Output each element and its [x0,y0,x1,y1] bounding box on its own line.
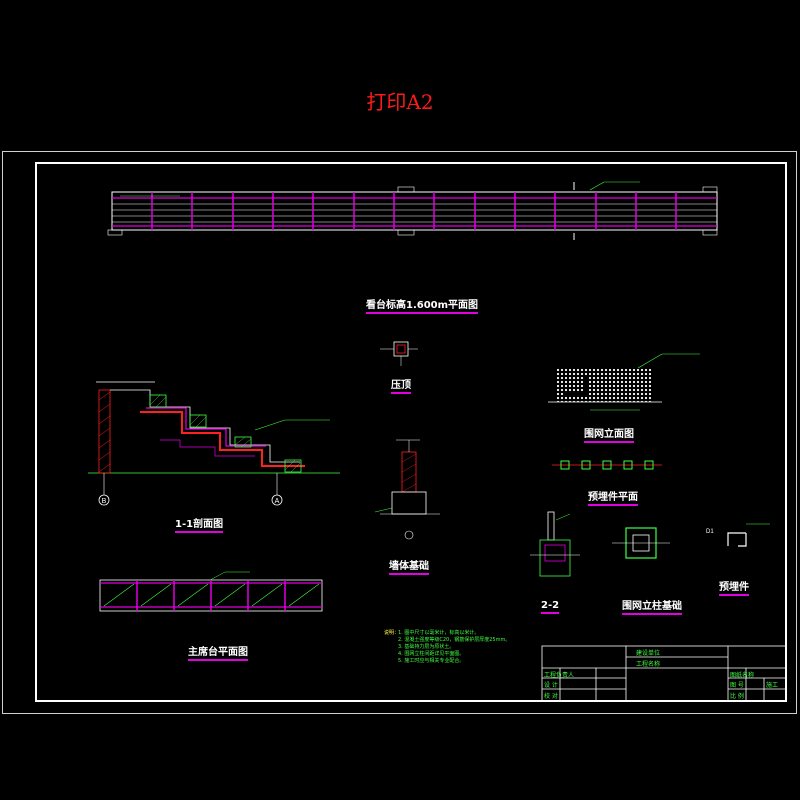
main-stand-plan [99,571,323,612]
axis-a-marker [271,494,283,506]
section-2-2 [530,511,580,577]
tb-row-right: 图纸名称 [730,672,755,679]
d1-label: D1 [706,529,714,535]
caption-coping: 压顶 [391,376,411,394]
title-block [541,645,787,702]
stand-plan-strip [107,181,718,240]
caption-wall-foundation: 墙体基础 [389,557,429,575]
tb-row-right: 比 例 [730,693,744,700]
tb-right-extra: 施工 [766,682,779,689]
section-1-1: B A [88,381,340,506]
wall-foundation-detail [374,439,440,540]
note-item: 1. 图中尺寸以毫米计，标高以米计。 [398,630,480,636]
outer-frame [2,151,797,714]
tb-project-label: 建设单位 [636,650,661,657]
note-item: 2. 混凝土强度等级C20，钢筋保护层厚度25mm。 [398,637,511,643]
note-item: 4. 围网立柱间距详见平面图。 [398,651,465,657]
caption-section-1-1: 1-1剖面图 [175,515,224,533]
caption-section-2-2: 2-2 [541,600,560,614]
caption-post-foundation: 围网立柱基础 [622,597,682,615]
print-label: 打印A2 [366,90,434,114]
axis-b-marker [98,494,110,506]
axis-a-label: A [275,498,280,505]
coping-detail [380,341,418,366]
note-item: 3. 基础持力层为原状土。 [398,644,455,650]
notes-heading: 说明： [384,630,400,636]
tb-row-left: 校 对 [544,693,558,700]
caption-plan-top: 看台标高1.600m平面图 [366,296,479,314]
caption-embed-part: 预埋件 [719,578,749,596]
caption-fence-elevation: 围网立面图 [584,425,634,443]
caption-main-stand-plan: 主席台平面图 [188,643,248,661]
notes-block: 说明： 1. 图中尺寸以毫米计，标高以米计。 2. 混凝土强度等级C20，钢筋保… [384,630,510,665]
tb-row-right: 图 号 [730,682,744,689]
caption-embed-plan: 预埋件平面 [588,488,638,506]
note-item: 5. 施工时应与相关专业配合。 [398,658,465,664]
drawing-frame [35,162,787,702]
tb-row-left: 工程负责人 [544,672,575,679]
embed-plan [552,460,662,470]
post-foundation [612,527,670,559]
axis-b-label: B [102,498,107,505]
tb-drawing-label: 工程名称 [636,661,661,668]
embed-part: D1 [706,523,770,547]
tb-row-left: 设 计 [544,682,558,689]
fence-elevation [548,353,700,411]
